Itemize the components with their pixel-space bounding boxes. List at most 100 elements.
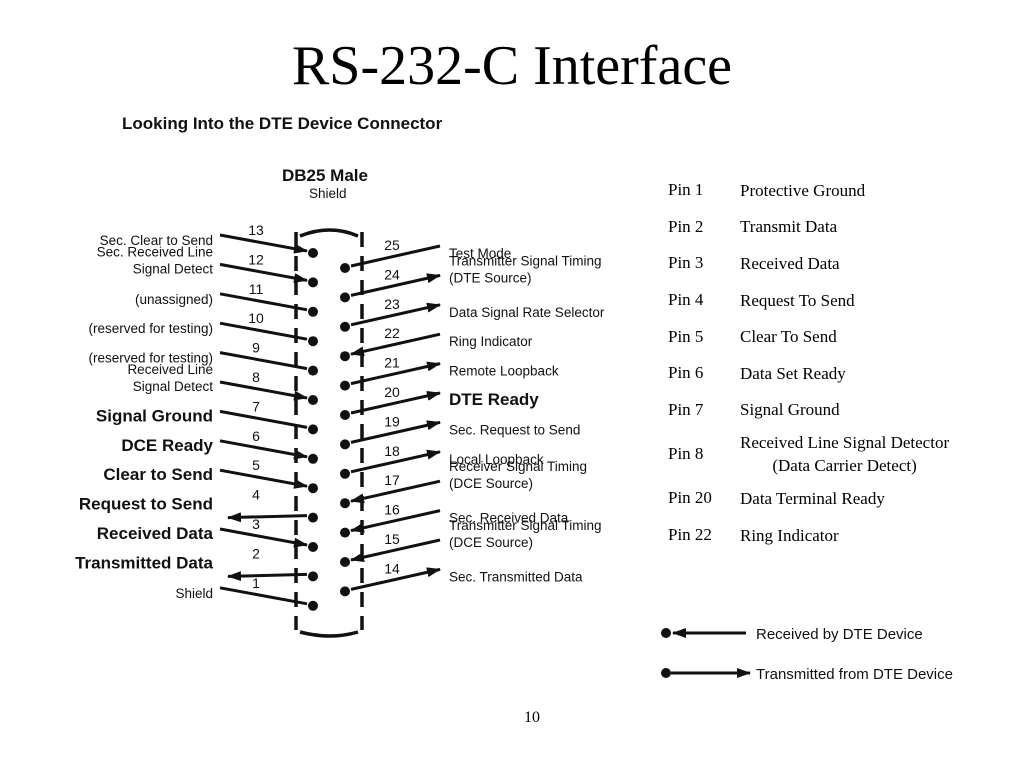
pin-table-row: Pin 3 Received Data: [662, 245, 955, 282]
pin-dot-2: [308, 571, 318, 582]
pin-label-21: Remote Loopback: [449, 364, 559, 379]
pin-dot-6: [308, 453, 318, 464]
connector-shield-bottom: [299, 630, 359, 638]
pin-table-description: Received Data: [740, 253, 840, 273]
right-pin-15: 15 Transmitter Signal Timing (DCE Source): [340, 518, 602, 567]
pin-label-20: DTE Ready: [449, 390, 539, 409]
legend-transmitted-pin-dot: [661, 668, 671, 678]
pin-number-11: 11: [249, 281, 264, 297]
pin-table-description: Received Line Signal Detector(Data Carri…: [734, 428, 955, 480]
connector-label: DB25 Male: [282, 166, 368, 185]
pin-number-1: 1: [252, 575, 260, 591]
pin-number-15: 15: [384, 531, 400, 547]
pin-table-pin: Pin 7: [668, 399, 704, 419]
pin-dot-14: [340, 586, 350, 597]
pin-lead-14: [350, 567, 441, 591]
pin-number-6: 6: [252, 428, 260, 444]
pin-label-12: Sec. Received Line: [97, 244, 213, 259]
pin-label-9: (reserved for testing): [88, 351, 213, 366]
pin-number-4: 4: [252, 487, 260, 503]
pin-label-15: (DCE Source): [449, 535, 533, 550]
pin-label-22: Ring Indicator: [449, 334, 533, 349]
pin-label-2: Transmitted Data: [75, 553, 213, 572]
pin-table-description-block: Received Line Signal Detector(Data Carri…: [740, 431, 949, 477]
legend-received-pin-dot: [661, 628, 671, 638]
pin-label-23: Data Signal Rate Selector: [449, 305, 605, 320]
pin-dot-20: [340, 410, 350, 420]
pin-dot-11: [308, 306, 318, 317]
legend: Received by DTE Device Transmitted from …: [661, 626, 953, 683]
pin-label-17: Receiver Signal Timing: [449, 459, 587, 474]
pin-lead-23: [350, 302, 441, 327]
pin-number-10: 10: [248, 310, 264, 326]
pin-table-description: Data Set Ready: [740, 363, 846, 383]
pin-label-4: Request to Send: [79, 495, 213, 514]
pin-lead-5: [219, 468, 308, 489]
pin-table-pin: Pin 3: [668, 253, 704, 273]
pin-number-9: 9: [252, 340, 260, 356]
pin-label-16: Sec. Received Data: [449, 511, 569, 526]
pin-number-19: 19: [384, 413, 400, 429]
connector-shield-top: [299, 228, 359, 238]
pin-label-11: (unassigned): [135, 292, 213, 307]
pin-table-pin: Pin 2: [668, 216, 704, 236]
pin-lead-3: [219, 527, 308, 548]
pin-number-12: 12: [248, 251, 264, 267]
shield-label: Shield: [309, 186, 347, 201]
pin-label-6: DCE Ready: [121, 436, 213, 455]
pin-lead-7: [219, 409, 308, 429]
pin-table-description: Request To Send: [740, 290, 855, 310]
pin-number-2: 2: [252, 545, 260, 561]
pin-number-21: 21: [384, 355, 400, 371]
pin-table-pin: Pin 6: [668, 363, 704, 383]
pin-lead-25: [350, 244, 441, 268]
slide-title: RS-232-C Interface: [291, 35, 733, 97]
pin-dot-23: [340, 321, 350, 332]
pin-lead-11: [219, 292, 308, 312]
pin-lead-6: [219, 439, 308, 460]
pin-label-5: Clear to Send: [103, 465, 213, 484]
pin-dot-13: [308, 248, 318, 258]
pin-number-25: 25: [384, 237, 400, 253]
pin-lead-10: [219, 321, 308, 341]
pin-dot-3: [308, 542, 318, 552]
pin-number-17: 17: [384, 472, 400, 488]
pin-label-15: Transmitter Signal Timing: [449, 518, 602, 533]
pin-dot-22: [340, 351, 350, 362]
pin-number-13: 13: [248, 222, 264, 238]
pin-label-13: Sec. Clear to Send: [100, 233, 213, 248]
pin-dot-18: [340, 468, 350, 479]
pin-lead-24: [350, 273, 441, 297]
pin-label-7: Signal Ground: [96, 406, 213, 425]
pin-lead-12: [219, 262, 308, 283]
pin-lead-8: [219, 380, 308, 401]
pin-dot-12: [308, 277, 318, 288]
pin-label-10: (reserved for testing): [88, 321, 213, 336]
pin-table-description: Data Terminal Ready: [740, 488, 885, 508]
pin-number-24: 24: [384, 266, 400, 282]
legend-transmitted-label: Transmitted from DTE Device: [756, 666, 953, 683]
pin-label-8: Signal Detect: [133, 379, 214, 394]
